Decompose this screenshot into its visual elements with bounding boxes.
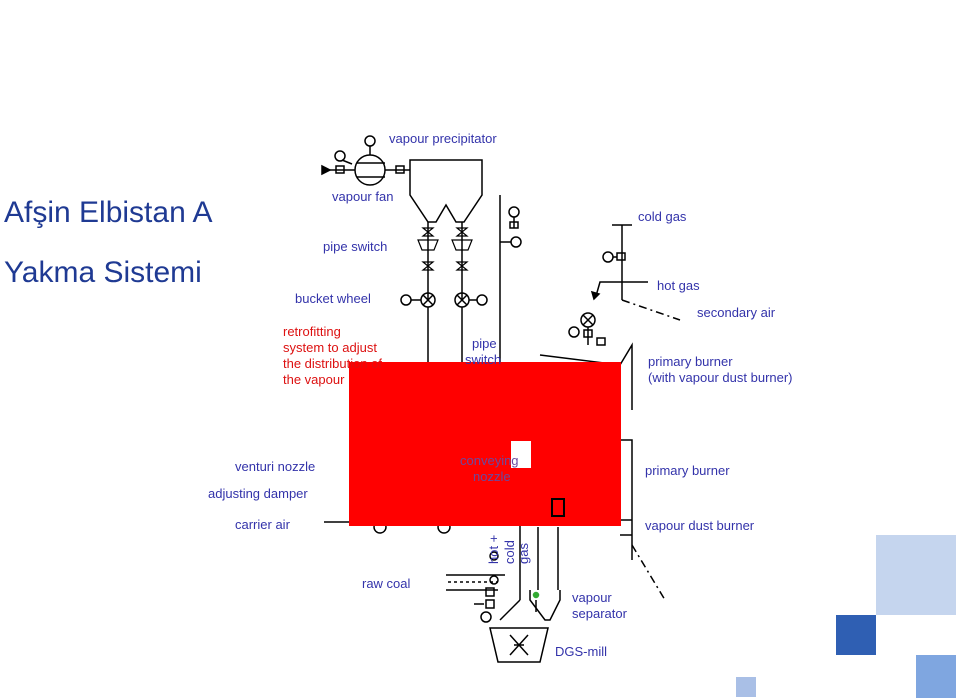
label-venturi-nozzle: venturi nozzle bbox=[235, 459, 316, 474]
label-primary-burner-vdb-2: (with vapour dust burner) bbox=[648, 370, 793, 385]
vent-motor-top-icon bbox=[508, 206, 520, 218]
cold-gas-motor-icon bbox=[602, 251, 614, 263]
label-secondary-air: secondary air bbox=[697, 305, 776, 320]
deco-square-dark bbox=[836, 615, 876, 655]
label-bucket-wheel: bucket wheel bbox=[295, 291, 371, 306]
fan-outlet-arrow-icon bbox=[321, 164, 332, 176]
label-hot-cold-gas-1: hot + bbox=[486, 534, 501, 564]
redaction-box bbox=[349, 362, 621, 526]
deco-square-small bbox=[736, 677, 756, 697]
label-pipe-switch-mid-2: switch bbox=[465, 352, 502, 367]
bucket-motor-left-icon bbox=[400, 294, 412, 306]
label-conveying-nozzle-2: nozzle bbox=[473, 469, 511, 484]
vapour-fan-icon bbox=[330, 146, 410, 186]
label-hot-gas: hot gas bbox=[657, 278, 700, 293]
rotary-feeder-valves-icon bbox=[417, 227, 473, 271]
label-raw-coal: raw coal bbox=[362, 576, 411, 591]
label-dgs-mill: DGS-mill bbox=[555, 644, 607, 659]
label-retrofitting-line-1: retrofitting bbox=[283, 324, 341, 339]
label-retrofitting-line-3: the distribution of bbox=[283, 356, 383, 371]
label-vapour-separator-2: separator bbox=[572, 606, 627, 621]
redaction-white-notch bbox=[511, 441, 531, 468]
label-primary-burner: primary burner bbox=[645, 463, 730, 478]
label-carrier-air: carrier air bbox=[235, 517, 290, 532]
deco-square-light bbox=[876, 535, 956, 615]
redaction-square-outline bbox=[551, 498, 565, 517]
vapour-separator-icon bbox=[529, 590, 561, 621]
label-vapour-separator-1: vapour bbox=[572, 590, 612, 605]
label-primary-burner-vdb-1: primary burner bbox=[648, 354, 733, 369]
label-conveying-nozzle-1: conveying bbox=[460, 453, 519, 468]
label-retrofitting-line-2: system to adjust bbox=[283, 340, 377, 355]
fan-damper-left-icon bbox=[335, 165, 345, 174]
slide-title-line-1: Afşin Elbistan A bbox=[4, 196, 213, 229]
burner-upper-housing bbox=[539, 342, 633, 410]
label-cold-gas: cold gas bbox=[638, 209, 687, 224]
fan-damper-right-icon bbox=[395, 165, 405, 174]
fan-motor-left-icon bbox=[334, 150, 346, 162]
dgs-mill-icon bbox=[489, 627, 549, 663]
mill-feeder-motor-icon bbox=[480, 611, 492, 623]
raw-coal-conveyor bbox=[446, 551, 505, 591]
label-pipe-switch-top: pipe switch bbox=[323, 239, 388, 254]
label-hot-cold-gas: hot + cold gas bbox=[486, 532, 536, 564]
secondary-air-duct bbox=[621, 299, 681, 321]
gas-valve-icon bbox=[580, 312, 596, 328]
lower-dashed-duct bbox=[631, 544, 666, 601]
vapour-precipitator-icon bbox=[409, 159, 483, 300]
label-pipe-switch-mid-1: pipe bbox=[472, 336, 497, 351]
label-vapour-dust-burner: vapour dust burner bbox=[645, 518, 755, 533]
slide-title-line-2: Yakma Sistemi bbox=[4, 256, 202, 289]
fan-motor-top-icon bbox=[364, 135, 376, 147]
gas-motor-icon bbox=[568, 326, 580, 338]
hot-gas-line bbox=[595, 281, 648, 297]
vent-motor-bottom-icon bbox=[510, 236, 522, 248]
label-vapour-fan: vapour fan bbox=[332, 189, 394, 204]
deco-square-mid bbox=[916, 655, 956, 698]
label-hot-cold-gas-3: gas bbox=[516, 543, 531, 564]
label-adjusting-damper: adjusting damper bbox=[208, 486, 308, 501]
label-vapour-precipitator: vapour precipitator bbox=[389, 131, 497, 146]
label-retrofitting-line-4: the vapour bbox=[283, 372, 345, 387]
bucket-motor-right-icon bbox=[476, 294, 488, 306]
label-hot-cold-gas-2: cold bbox=[502, 540, 517, 564]
